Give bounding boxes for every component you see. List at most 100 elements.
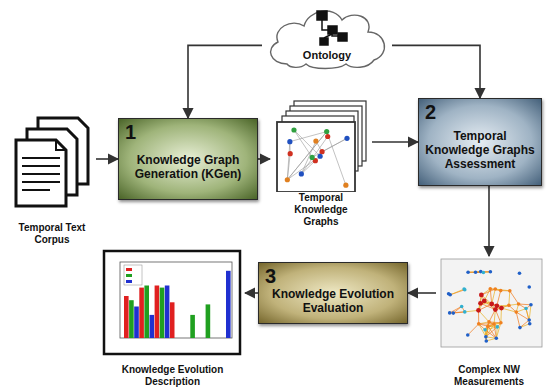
- network-node: [527, 318, 531, 322]
- network-node: [494, 303, 499, 308]
- network-node: [499, 321, 503, 325]
- box-label: Temporal Knowledge Graphs Assessment: [425, 129, 535, 171]
- network-edge: [468, 324, 479, 335]
- bar: [170, 302, 175, 338]
- network-node: [489, 302, 494, 307]
- graph-edge: [301, 136, 327, 173]
- flow-arrow: [372, 141, 418, 143]
- graph-node: [343, 183, 348, 188]
- network-node: [478, 301, 483, 306]
- flow-arrow: [488, 186, 490, 256]
- flow-arrow: [392, 45, 480, 98]
- network-node: [460, 305, 464, 309]
- network-node: [495, 325, 499, 329]
- network-node: [499, 289, 503, 293]
- network-node: [488, 287, 492, 291]
- network-node: [508, 289, 512, 293]
- network-node: [493, 287, 497, 291]
- network-node: [514, 310, 518, 314]
- bar: [144, 286, 149, 339]
- network-node: [492, 322, 496, 326]
- bar: [139, 288, 144, 338]
- network-node: [476, 308, 481, 313]
- corpus-icon: Temporal Text Corpus: [8, 112, 96, 246]
- network-edge: [488, 326, 496, 338]
- bar: [150, 315, 155, 338]
- graph-edge: [294, 130, 312, 157]
- network-node: [474, 270, 478, 274]
- network-node: [524, 307, 528, 311]
- network-edge: [510, 291, 519, 304]
- graph-edge: [287, 132, 326, 180]
- bar: [129, 300, 134, 338]
- graph-node: [291, 127, 296, 132]
- network-node: [486, 324, 490, 328]
- graph-edge: [312, 138, 347, 157]
- network-node: [482, 271, 486, 275]
- graph-node: [310, 155, 315, 160]
- graphs-icon: Temporal Knowledge Graphs: [270, 98, 372, 228]
- bar-chart: [104, 251, 240, 354]
- network-node: [527, 285, 531, 289]
- network-edge: [485, 330, 496, 338]
- network-edge: [496, 323, 501, 338]
- network-edge: [450, 289, 464, 295]
- graph-node: [313, 139, 318, 144]
- network-edge: [495, 289, 510, 291]
- network-node: [466, 333, 470, 337]
- graph-node: [287, 139, 292, 144]
- graph-edge: [294, 130, 320, 156]
- network-node: [466, 270, 470, 274]
- figure-caption: Knowledge Evolution Description: [105, 364, 240, 388]
- chart-icon: Knowledge Evolution Description: [100, 248, 245, 388]
- network-node: [462, 287, 466, 291]
- figure-caption: Temporal Knowledge Graphs: [275, 192, 367, 228]
- flow-arrow: [188, 45, 262, 118]
- network-node: [484, 335, 488, 339]
- graph-node: [299, 171, 304, 176]
- document-stack: [16, 118, 88, 206]
- step-number: 1: [125, 121, 136, 144]
- process-box: 1Knowledge Graph Generation (KGen): [118, 118, 258, 200]
- bar: [165, 286, 170, 339]
- graph-node: [319, 149, 324, 154]
- graph-node: [288, 151, 293, 156]
- bar: [160, 288, 165, 338]
- network-icon: Complex NW Measurements: [436, 256, 542, 388]
- box-label: Knowledge Evolution Evaluation: [265, 287, 401, 315]
- figure-caption: Temporal Text Corpus: [13, 222, 91, 246]
- graph-edge: [301, 141, 316, 174]
- bar: [134, 307, 139, 339]
- graph-node: [324, 129, 329, 134]
- ontology-cloud: Ontology: [262, 2, 392, 72]
- network-node: [489, 270, 493, 274]
- flow-arrow: [96, 158, 118, 160]
- cloud-outline: [271, 11, 385, 68]
- figure-caption: Complex NW Measurements: [441, 364, 537, 388]
- graph-edge: [301, 161, 315, 174]
- network-node: [463, 310, 467, 314]
- ontology-icon: [317, 11, 347, 45]
- network-edge: [529, 305, 531, 320]
- process-box: 2Temporal Knowledge Graphs Assessment: [418, 98, 542, 186]
- network-node: [477, 322, 481, 326]
- network-node: [517, 302, 521, 306]
- graph-edge: [287, 132, 326, 180]
- flow-arrow: [245, 292, 258, 294]
- network-node: [507, 304, 511, 308]
- flow-arrow: [408, 292, 436, 294]
- graph-edge: [327, 132, 346, 186]
- network-node: [451, 311, 455, 315]
- bar: [190, 315, 195, 338]
- cloud-shape: [262, 2, 392, 72]
- step-number: 2: [425, 101, 436, 124]
- network-node: [518, 271, 522, 275]
- bar: [124, 296, 129, 338]
- network-node: [447, 292, 451, 296]
- graph-stack: [277, 101, 366, 192]
- flow-arrow: [258, 158, 270, 160]
- graph-edge: [290, 132, 327, 142]
- graph-node: [285, 177, 290, 182]
- box-label: Knowledge Graph Generation (KGen): [125, 153, 251, 181]
- network-edge: [479, 324, 486, 337]
